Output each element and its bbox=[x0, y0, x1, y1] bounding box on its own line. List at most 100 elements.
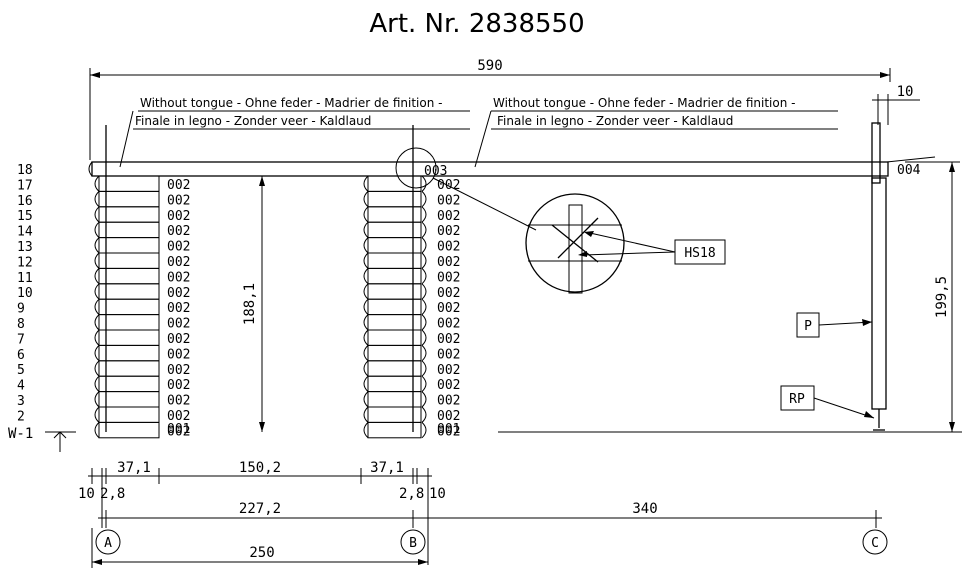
left-log-codes: 0020020020020020020020020020020020020020… bbox=[167, 178, 190, 439]
row-number: 2 bbox=[17, 409, 25, 424]
log-course bbox=[98, 283, 160, 300]
log-code: 002 bbox=[437, 378, 460, 393]
log-course bbox=[98, 267, 160, 285]
log-course bbox=[98, 221, 160, 239]
log-end bbox=[363, 175, 369, 192]
edge-left-label: 10 bbox=[78, 486, 95, 502]
log-end bbox=[94, 391, 100, 408]
log-end bbox=[94, 268, 100, 285]
axis-b: B bbox=[400, 529, 426, 555]
log-end bbox=[94, 191, 100, 208]
log-end bbox=[94, 422, 100, 439]
log-end bbox=[421, 237, 427, 254]
middle-log-stack bbox=[363, 175, 427, 439]
log-end bbox=[94, 206, 100, 223]
log-code: 002 bbox=[437, 347, 460, 362]
row-number: 8 bbox=[17, 317, 25, 332]
log-code: 002 bbox=[167, 409, 190, 424]
log-end bbox=[94, 252, 100, 269]
row-number: 18 bbox=[17, 163, 33, 178]
log-end bbox=[421, 345, 427, 362]
log-end bbox=[421, 375, 427, 392]
note-left-line2: Finale in legno - Zonder veer - Kaldlaud bbox=[135, 114, 371, 128]
log-code: 002 bbox=[167, 363, 190, 378]
log-end bbox=[363, 422, 369, 439]
log-code: 002 bbox=[437, 394, 460, 409]
log-end bbox=[94, 175, 100, 192]
axis-a: A bbox=[95, 529, 121, 555]
post bbox=[871, 122, 887, 431]
log-end bbox=[363, 406, 369, 423]
hs-callout: HS18 bbox=[674, 239, 726, 265]
log-end bbox=[363, 391, 369, 408]
post-callout-label: P bbox=[804, 319, 812, 334]
log-code: 002 bbox=[167, 378, 190, 393]
bottom-dimension-chain: 37,1 150,2 37,1 10 2,8 2,8 10 bbox=[78, 460, 446, 502]
log-code: 002 bbox=[437, 317, 460, 332]
row-number: 17 bbox=[17, 178, 33, 193]
log-course bbox=[98, 206, 160, 223]
wall-height-dimension: 188,1 bbox=[242, 175, 268, 432]
log-end bbox=[421, 268, 427, 285]
log-end bbox=[421, 406, 427, 423]
log-code: 002 bbox=[167, 255, 190, 270]
log-course bbox=[98, 175, 160, 192]
log-course bbox=[98, 421, 160, 439]
log-end bbox=[421, 329, 427, 346]
axis-a-label: A bbox=[104, 536, 112, 551]
axis-b-label: B bbox=[409, 536, 417, 551]
log-course bbox=[98, 190, 160, 208]
log-code: 002 bbox=[437, 224, 460, 239]
axis-c-label: C bbox=[871, 536, 879, 551]
row-number: 10 bbox=[17, 286, 33, 301]
note-left-line1: Without tongue - Ohne feder - Madrier de… bbox=[140, 96, 442, 110]
log-code-bottom: 001 bbox=[167, 422, 190, 437]
log-course bbox=[98, 314, 160, 331]
log-end bbox=[421, 298, 427, 315]
log-end bbox=[363, 314, 369, 331]
log-course bbox=[98, 375, 160, 393]
row-number: 16 bbox=[17, 194, 33, 209]
log-code: 002 bbox=[437, 363, 460, 378]
overall-width-dimension: 590 bbox=[89, 58, 891, 160]
row-number: 7 bbox=[17, 332, 25, 347]
wall-marker-label: W-1 bbox=[8, 426, 33, 442]
log-end bbox=[94, 329, 100, 346]
log-code: 002 bbox=[167, 224, 190, 239]
bc-span-label: 340 bbox=[632, 501, 657, 517]
row-number: 3 bbox=[17, 394, 25, 409]
log-course bbox=[98, 237, 160, 254]
log-end bbox=[421, 283, 427, 300]
ab-span-dimension: 250 bbox=[91, 528, 428, 568]
ab-span-label: 250 bbox=[249, 545, 274, 561]
right-offset-dimension: 10 bbox=[872, 84, 920, 125]
log-end bbox=[421, 252, 427, 269]
log-end bbox=[363, 237, 369, 254]
note-left: Without tongue - Ohne feder - Madrier de… bbox=[119, 96, 470, 168]
post-base-callout: RP bbox=[780, 385, 875, 419]
log-end bbox=[94, 221, 100, 238]
log-end bbox=[363, 191, 369, 208]
log-end bbox=[421, 391, 427, 408]
log-end bbox=[363, 360, 369, 377]
total-height-label: 199,5 bbox=[934, 276, 950, 318]
log-code: 002 bbox=[167, 332, 190, 347]
log-end bbox=[421, 191, 427, 208]
log-course bbox=[98, 298, 160, 316]
note-right: Without tongue - Ohne feder - Madrier de… bbox=[474, 96, 838, 168]
gap-left-label: 2,8 bbox=[100, 486, 125, 502]
log-code: 002 bbox=[437, 193, 460, 208]
axis-c: C bbox=[862, 529, 888, 555]
hs-callout-label: HS18 bbox=[684, 246, 715, 261]
log-code: 002 bbox=[167, 424, 190, 439]
log-code: 002 bbox=[167, 301, 190, 316]
log-end bbox=[421, 422, 427, 439]
inner-span-label: 227,2 bbox=[239, 501, 281, 517]
row-number: 13 bbox=[17, 240, 33, 255]
log-code: 002 bbox=[167, 270, 190, 285]
log-end bbox=[421, 206, 427, 223]
log-end bbox=[94, 345, 100, 362]
post-callout: P bbox=[796, 312, 873, 338]
